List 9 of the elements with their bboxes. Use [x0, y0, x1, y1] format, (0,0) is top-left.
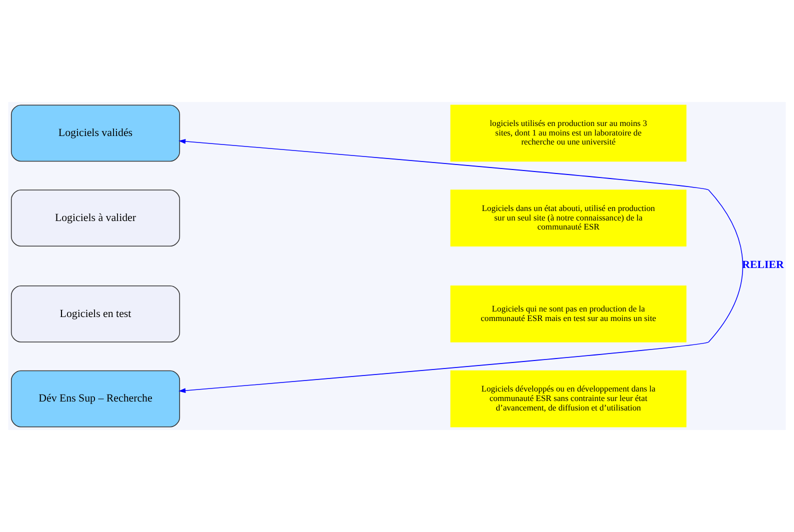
- node-box: Logiciels dans un état abouti, utilisé en production sur un seul site (à notre connaissance) de la communauté ESR: [450, 190, 686, 247]
- node-box: Logiciels validés: [10, 104, 180, 162]
- node-box: Logiciels qui ne sont pas en production de la communauté ESR mais en test sur au moins un site: [450, 285, 686, 342]
- node-box: Logiciels développés ou en développement dans la communauté ESR sans contrainte sur leur état d’avancement, de diffusion et d’utilisation: [450, 370, 686, 428]
- node-box: Logiciels à valider: [10, 190, 180, 247]
- node-box: logiciels utilisés en production sur au moins 3 sites, dont 1 au moins est un laboratoire de recherche ou une université: [450, 104, 686, 162]
- node-box: Dév Ens Sup – Recherche: [10, 370, 180, 428]
- node-box: Logiciels en test: [10, 285, 180, 342]
- arrow: [178, 138, 744, 394]
